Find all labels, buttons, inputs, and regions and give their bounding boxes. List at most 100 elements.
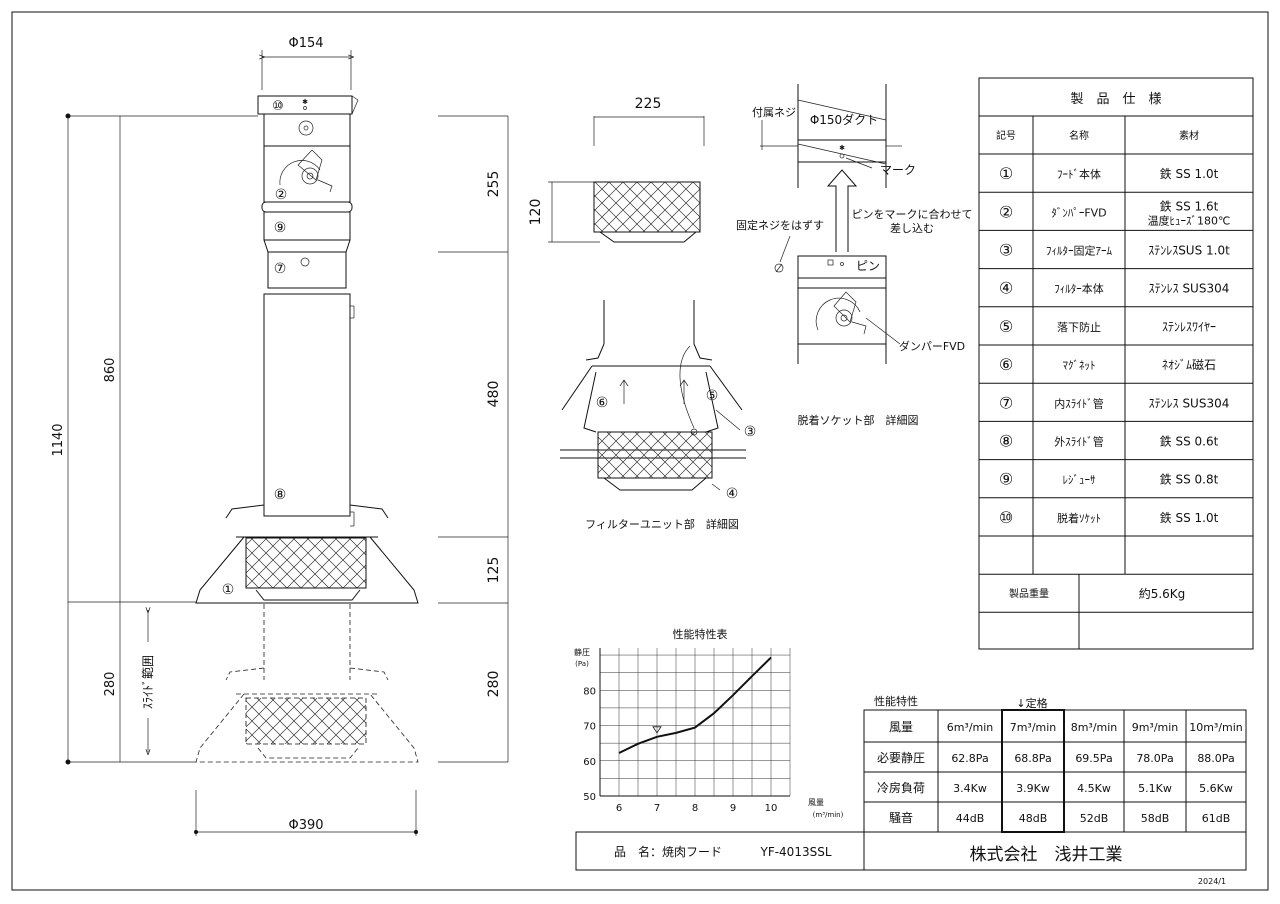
chart-x-tick: 8 <box>692 803 698 814</box>
chart-x-tick: 10 <box>765 803 778 814</box>
perf-cell: 3.4Kw <box>953 782 987 795</box>
perf-cell: 52dB <box>1080 812 1109 825</box>
spec-row-no: ⑤ <box>999 317 1013 336</box>
weight-label: 製品重量 <box>1009 587 1049 600</box>
spec-header-1: 名称 <box>1069 129 1089 142</box>
filter-unit-detail: ⑥ ⑤ ③ ④ フィルターユニット部 詳細図 <box>560 300 756 531</box>
chart-rated-marker <box>652 726 662 734</box>
perf-row-label: 騒音 <box>889 810 913 825</box>
marker-7-main: ⑦ <box>274 261 287 277</box>
spec-row-material: 鉄 SS 0.8t <box>1160 472 1219 487</box>
perf-cell: 9m³/min <box>1132 721 1179 734</box>
filter-detail-caption: フィルターユニット部 詳細図 <box>585 517 739 531</box>
marker-10-top: ⑩ <box>272 99 284 114</box>
dim-right-255: 255 <box>486 171 502 198</box>
spec-row-material: ﾈｵｼﾞﾑ磁石 <box>1162 357 1216 372</box>
insert-label-2: 差し込む <box>890 221 934 235</box>
spec-row-no: ② <box>999 202 1013 221</box>
spec-row-name: 内ｽﾗｲﾄﾞ管 <box>1054 396 1104 410</box>
duct-label: Φ150ダクト <box>810 112 878 127</box>
spec-row-material2: 温度ﾋｭｰｽﾞ180℃ <box>1148 213 1231 227</box>
chart-x-tick: 7 <box>654 803 660 814</box>
spec-row-material: ｽﾃﾝﾚｽ SUS304 <box>1149 396 1230 410</box>
chart-ylabel: 静圧 <box>574 647 590 657</box>
spec-header-0: 記号 <box>996 129 1016 142</box>
spec-row-no: ④ <box>999 279 1013 298</box>
damper-label: ダンパーFVD <box>899 339 965 353</box>
dim-bottom-diameter: Φ390 <box>288 818 323 833</box>
marker-9-main: ⑨ <box>274 220 287 236</box>
perf-cell: 58dB <box>1141 812 1170 825</box>
perf-cell: 5.1Kw <box>1138 782 1172 795</box>
spec-header-2: 素材 <box>1179 129 1199 142</box>
perf-cell: 7m³/min <box>1010 721 1057 734</box>
rated-label: ↓定格 <box>1016 696 1047 710</box>
spec-row-name: 外ｽﾗｲﾄﾞ管 <box>1054 435 1104 449</box>
insert-label-1: ピンをマークに合わせて <box>852 207 973 221</box>
dim-right-480: 480 <box>486 381 502 408</box>
weight-value: 約5.6Kg <box>1139 586 1186 601</box>
spec-row-material: 鉄 SS 1.0t <box>1160 510 1219 525</box>
perf-cell: 61dB <box>1202 812 1231 825</box>
marker-2-main: ② <box>275 187 288 203</box>
perf-cell: 88.0Pa <box>1197 752 1234 765</box>
dim-filter-width: 225 <box>635 96 662 112</box>
product-name: 品 名：焼肉フード <box>614 844 722 859</box>
spec-row-no: ③ <box>999 241 1013 260</box>
marker-6-detail: ⑥ <box>596 395 609 411</box>
perf-cell: 4.5Kw <box>1077 782 1111 795</box>
perf-cell: 3.9Kw <box>1016 782 1050 795</box>
svg-text:✱: ✱ <box>839 144 845 152</box>
model-number: YF-4013SSL <box>759 845 831 859</box>
perf-cell: 68.8Pa <box>1014 752 1051 765</box>
perf-cell: 62.8Pa <box>951 752 988 765</box>
spec-row-name: ﾚｼﾞｭｰｻ <box>1063 474 1096 487</box>
spec-row-no: ⑧ <box>999 432 1013 451</box>
chart-ylabel-unit: (Pa) <box>575 660 589 668</box>
spec-row-name: 脱着ｿｹｯﾄ <box>1057 511 1101 525</box>
spec-row-no: ① <box>999 164 1013 183</box>
dim-right-125: 125 <box>486 557 502 584</box>
title-block: 品 名：焼肉フード YF-4013SSL 株式会社 浅井工業 2024/1 <box>575 831 1247 886</box>
perf-cell: 10m³/min <box>1189 721 1243 734</box>
spec-title: 製 品 仕 様 <box>1070 92 1161 107</box>
spec-row-no: ⑩ <box>999 508 1013 527</box>
chart-xlabel-unit: (m³/min) <box>813 811 844 819</box>
marker-8-main: ⑧ <box>274 487 287 503</box>
dim-filter-height: 120 <box>528 199 544 226</box>
dim-top-diameter: Φ154 <box>288 36 323 51</box>
filter-top-view: 225 120 <box>528 96 705 243</box>
perf-row-label: 風量 <box>889 720 913 734</box>
spec-row-material: ｽﾃﾝﾚｽSUS 1.0t <box>1148 244 1230 258</box>
spec-row-no: ⑦ <box>999 393 1013 412</box>
perf-cell: 69.5Pa <box>1075 752 1112 765</box>
spec-row-no: ⑥ <box>999 355 1013 374</box>
perf-cell: 6m³/min <box>947 721 994 734</box>
spec-row-material: 鉄 SS 0.6t <box>1160 434 1219 449</box>
company-name: 株式会社 浅井工業 <box>970 845 1123 865</box>
svg-text:✱: ✱ <box>302 98 308 106</box>
spec-row-material: 鉄 SS 1.6t <box>1160 198 1219 213</box>
slide-range-label: ｽﾗｲﾄﾞ範囲 <box>140 655 155 709</box>
marker-1-main: ① <box>222 582 235 598</box>
marker-3-detail: ③ <box>744 424 757 440</box>
sheet-border <box>11 11 1269 891</box>
spec-row-name: 落下防止 <box>1057 320 1101 334</box>
perf-table-title: 性能特性 <box>874 694 918 708</box>
pin-label: ピン <box>856 259 880 273</box>
spec-row-name: ﾏｸﾞﾈｯﾄ <box>1063 359 1096 372</box>
chart-y-tick: 80 <box>583 686 596 697</box>
perf-cell: 5.6Kw <box>1199 782 1233 795</box>
chart-title: 性能特性表 <box>673 627 728 641</box>
spec-row-name: ﾀﾞﾝﾊﾟｰFVD <box>1051 206 1106 219</box>
mark-label: マーク <box>880 163 916 177</box>
perf-cell: 8m³/min <box>1071 721 1118 734</box>
marker-4-detail: ④ <box>726 486 739 502</box>
drawing-date: 2024/1 <box>1198 877 1226 886</box>
chart-y-tick: 70 <box>583 722 596 733</box>
perf-table: 性能特性 ↓定格 風量 6m³/min 7m³/min 8m³/min 9m³/min 1… <box>863 694 1247 833</box>
spec-row-material: 鉄 SS 1.0t <box>1160 166 1219 181</box>
perf-row-label: 冷房負荷 <box>877 780 925 795</box>
